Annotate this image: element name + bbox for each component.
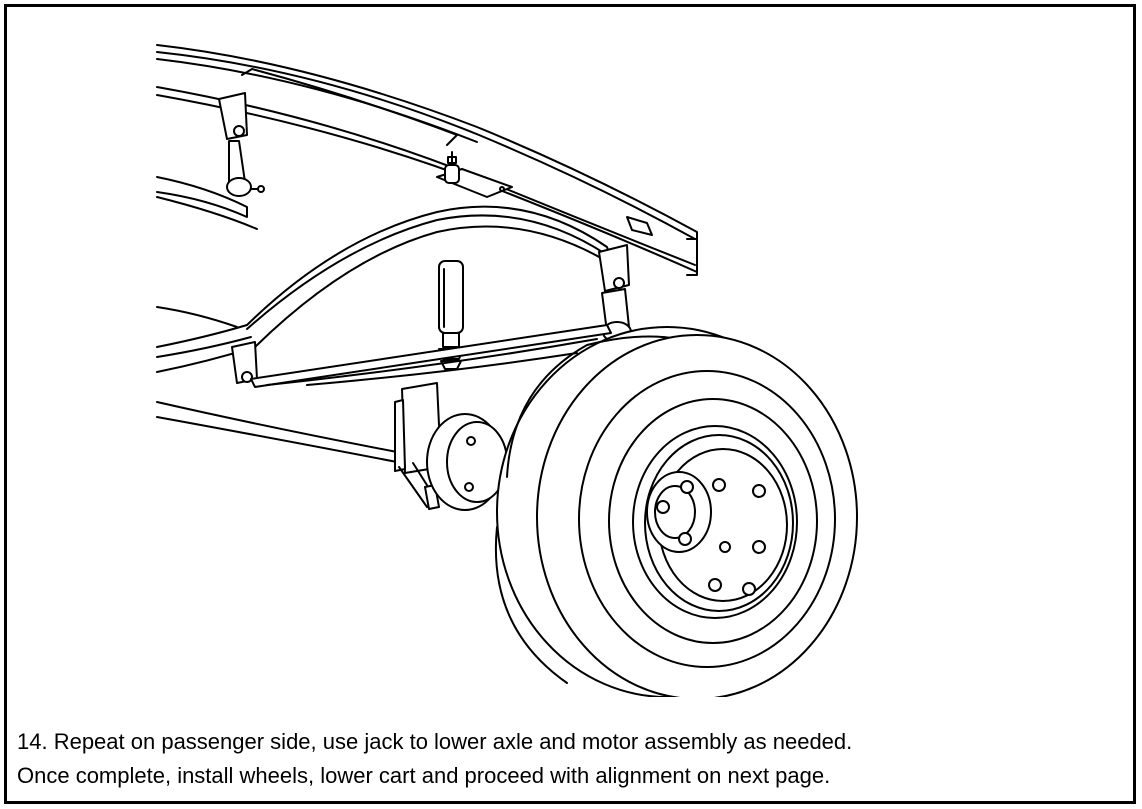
- shock-mount-icon: [436, 151, 513, 198]
- wheel-rim-icon: [632, 425, 798, 619]
- instruction-continuation: Once complete, install wheels, lower car…: [17, 763, 831, 788]
- spring-hanger-left-icon: [218, 92, 265, 384]
- instruction-step-14: 14. Repeat on passenger side, use jack t…: [17, 729, 853, 754]
- axle-housing-icon: [156, 382, 508, 511]
- leaf-spring-icon: [250, 324, 612, 388]
- instruction-panel: 14. Repeat on passenger side, use jack t…: [4, 4, 1136, 804]
- instruction-caption: 14. Repeat on passenger side, use jack t…: [17, 725, 1127, 793]
- frame-rail-icon: [156, 44, 698, 276]
- shock-absorber-icon: [438, 260, 464, 370]
- suspension-assembly-icon: [156, 44, 858, 697]
- spring-hanger-right-icon: [598, 244, 632, 343]
